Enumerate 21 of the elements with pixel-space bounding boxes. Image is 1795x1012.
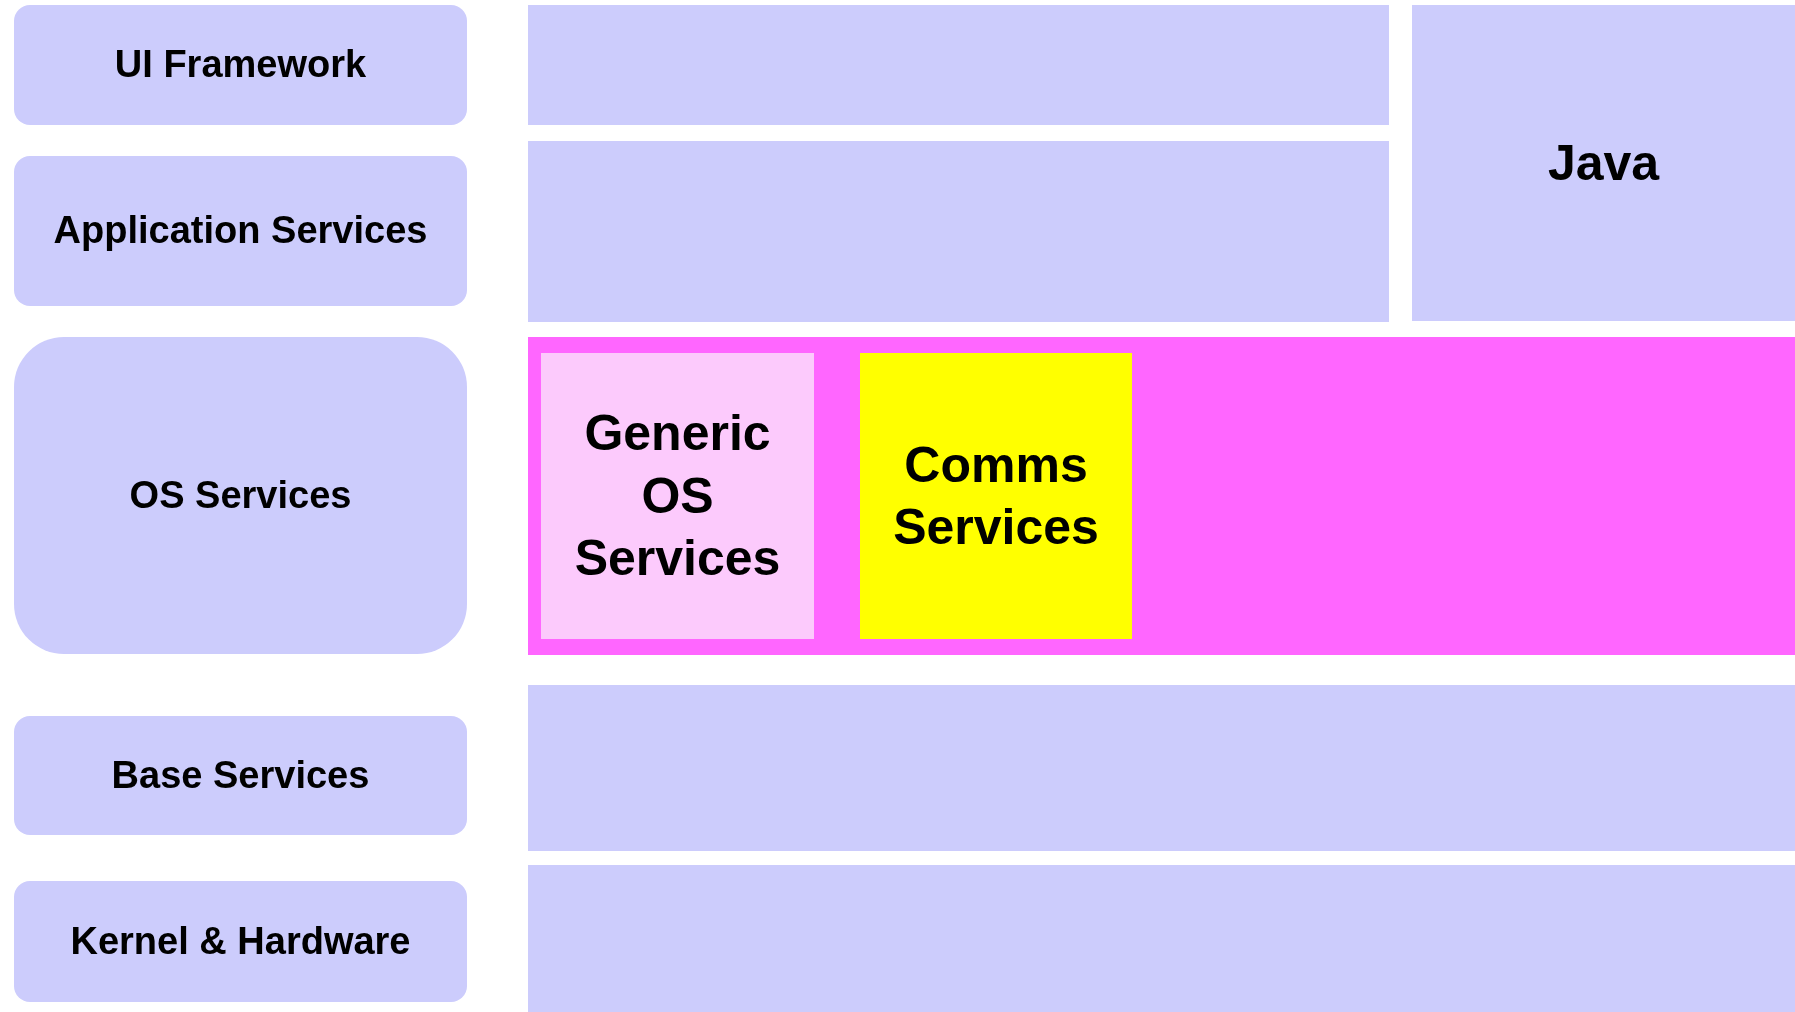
layer-label: UI Framework bbox=[114, 42, 367, 88]
layer-label: Base Services bbox=[111, 752, 370, 798]
layer-label: OS Services bbox=[129, 472, 352, 518]
layer-label: Java bbox=[1547, 133, 1660, 193]
layer-band bbox=[528, 141, 1389, 322]
layer-band bbox=[528, 865, 1795, 1012]
layer-band bbox=[528, 337, 1795, 655]
layer-label: Application Services bbox=[53, 208, 428, 254]
layer-label-box bbox=[14, 881, 467, 1002]
layer-band bbox=[528, 685, 1795, 851]
layer-label-box bbox=[14, 156, 467, 306]
layer-label: Generic OS Services bbox=[573, 404, 782, 589]
layer-label-box bbox=[14, 716, 467, 835]
layer-label: Comms Services bbox=[892, 435, 1100, 557]
layer-label: Kernel & Hardware bbox=[70, 918, 411, 964]
layer-label-box bbox=[14, 5, 467, 125]
component-box bbox=[860, 353, 1132, 639]
layer-band bbox=[528, 5, 1389, 125]
layer-label-box bbox=[14, 337, 467, 654]
component-box bbox=[541, 353, 814, 639]
runtime-box bbox=[1412, 5, 1795, 321]
